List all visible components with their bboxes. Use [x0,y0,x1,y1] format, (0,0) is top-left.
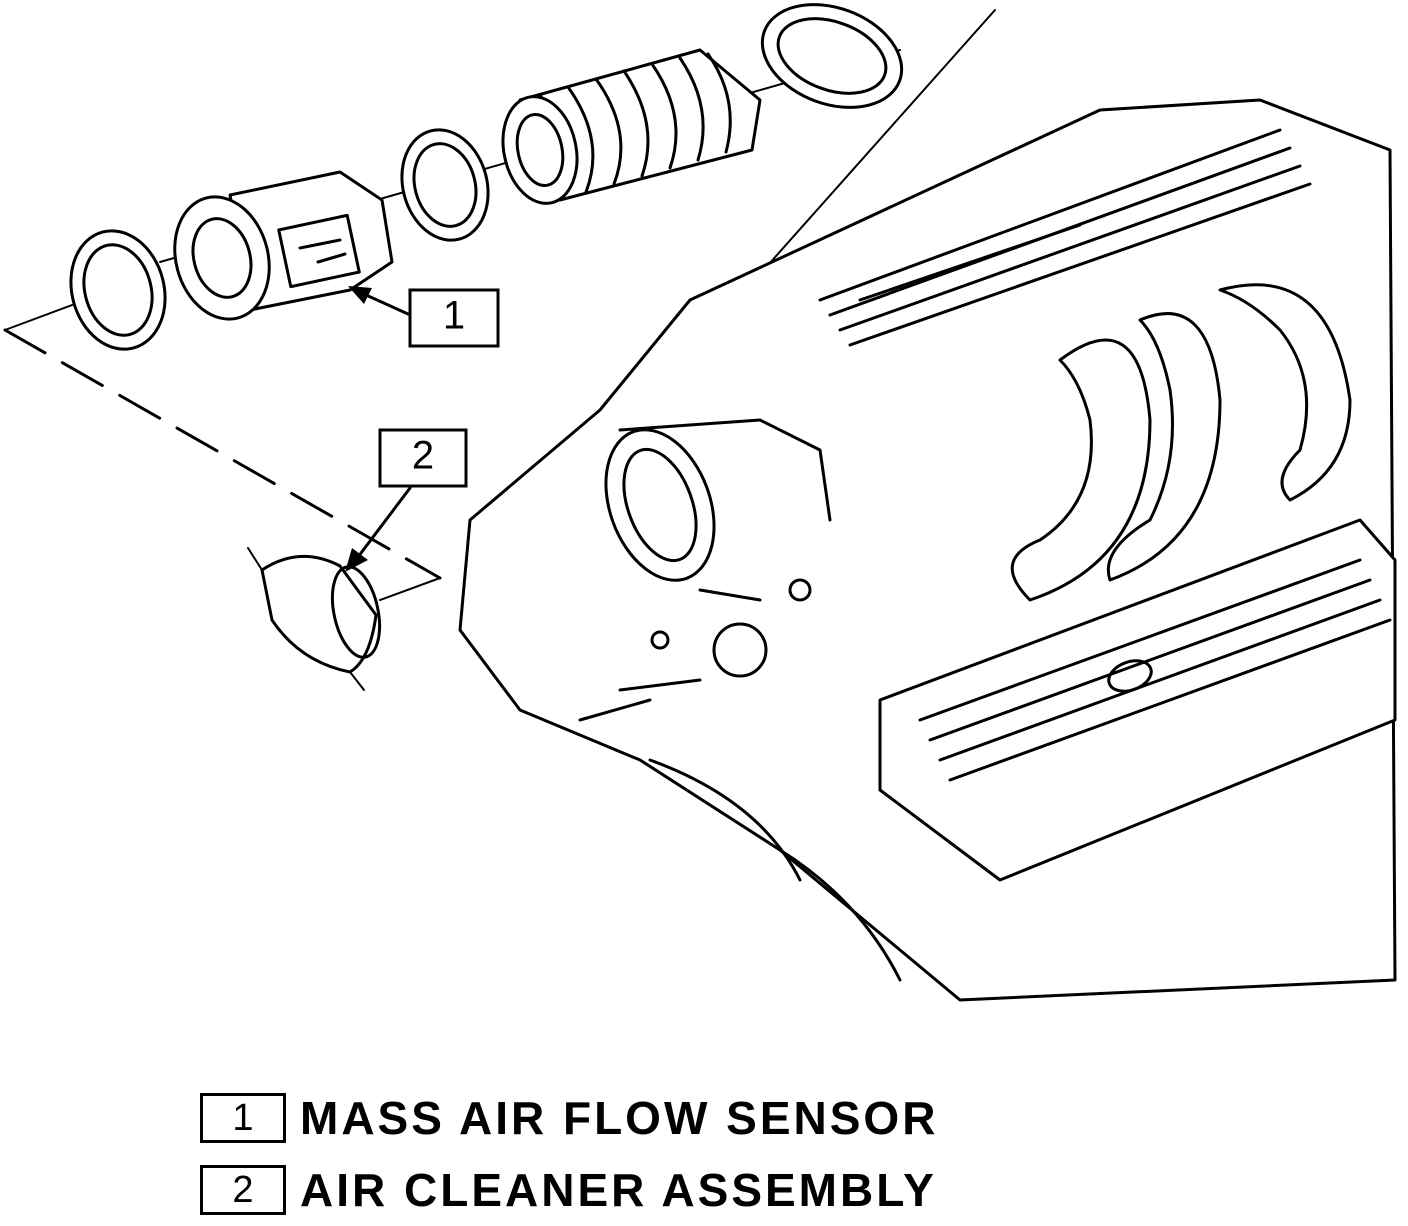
legend-key-1: 1 [200,1093,286,1143]
callout-1: 1 [348,286,500,348]
engine-block [458,98,1397,1002]
air-cleaner-assembly [247,547,382,691]
legend-item: 1 MASS AIR FLOW SENSOR [200,1082,938,1154]
legend-label-1: MASS AIR FLOW SENSOR [300,1092,939,1144]
engine-intake-diagram: 1 2 [3,3,1397,1002]
callout-1-number: 1 [443,294,465,338]
air-intake-duct [501,48,762,205]
callout-2: 2 [345,428,468,572]
callout-2-number: 2 [412,434,434,478]
legend: 1 MASS AIR FLOW SENSOR 2 AIR CLEANER ASS… [200,1082,938,1226]
hose-clamp-left [69,229,167,351]
legend-key-2: 2 [200,1165,286,1215]
mass-air-flow-sensor [173,170,394,321]
hose-clamp-middle [400,128,490,242]
hose-clamp-right [760,3,904,109]
legend-item: 2 AIR CLEANER ASSEMBLY [200,1154,938,1226]
legend-label-2: AIR CLEANER ASSEMBLY [300,1164,937,1216]
